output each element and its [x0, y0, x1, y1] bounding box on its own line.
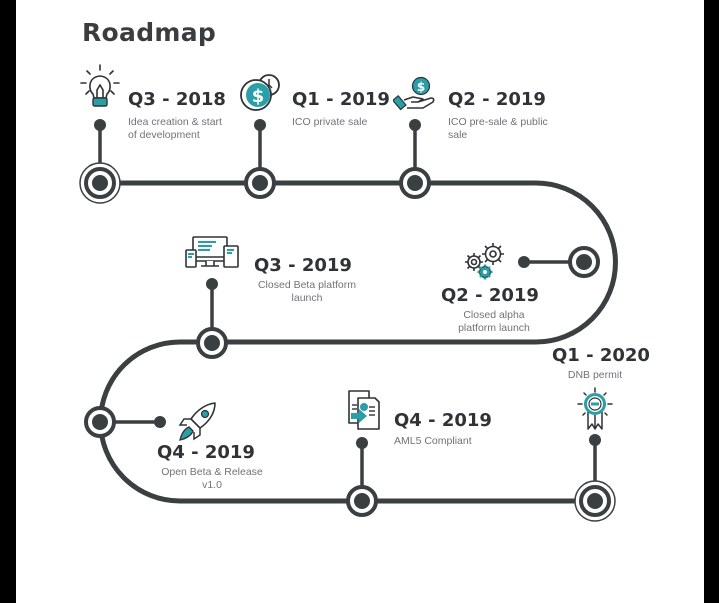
description-line: AML5 Compliant: [394, 435, 472, 447]
documents-icon: [348, 390, 380, 430]
milestone-quarter: Q2 - 2019: [448, 89, 546, 110]
milestone-quarter: Q3 - 2019: [254, 255, 352, 276]
node-q1-2020[interactable]: [574, 480, 616, 522]
stem-dot-3: [409, 119, 421, 131]
gears-icon: [465, 243, 504, 280]
description-line: Idea creation & start: [128, 116, 222, 128]
milestone-description: ICO pre-sale & public sale: [448, 116, 548, 142]
milestone-description: AML5 Compliant: [394, 435, 472, 448]
stem-dot-2: [254, 119, 266, 131]
description-line: launch: [291, 292, 323, 304]
description-line: v1.0: [202, 479, 222, 491]
milestone-description: Closed Beta platform launch: [248, 279, 366, 305]
stem-dot-1: [94, 119, 106, 131]
svg-text:$: $: [417, 80, 425, 94]
milestone-quarter: Q2 - 2019: [441, 285, 539, 306]
description-line: ICO pre-sale & public: [448, 116, 548, 128]
stem-dot-6: [154, 416, 166, 428]
milestone-description: DNB permit: [545, 369, 645, 382]
milestone-quarter: Q3 - 2018: [128, 89, 226, 110]
stem-dot-8: [589, 434, 601, 446]
milestone-description: Idea creation & start of development: [128, 116, 222, 142]
award-ribbon-icon: [577, 387, 613, 430]
stem-dot-4: [518, 256, 530, 268]
milestone-quarter: Q4 - 2019: [157, 442, 255, 463]
node-q1-2019[interactable]: [244, 167, 276, 199]
page-title: Roadmap: [82, 18, 217, 47]
description-line: platform launch: [458, 322, 530, 334]
milestone-quarter: Q1 - 2019: [292, 89, 390, 110]
description-line: ICO private sale: [292, 116, 368, 128]
description-line: Closed alpha: [463, 309, 525, 321]
milestone-description: ICO private sale: [292, 116, 367, 129]
milestone-quarter: Q1 - 2020: [552, 345, 650, 366]
node-q2-2019[interactable]: [399, 167, 431, 199]
description-line: DNB permit: [567, 369, 623, 381]
node-q3-2019[interactable]: [196, 327, 228, 359]
node-q2-2019-alpha[interactable]: [568, 246, 600, 278]
lightbulb-icon: [80, 64, 120, 107]
description-line: of development: [128, 129, 200, 141]
node-q4-2019-aml[interactable]: [346, 485, 378, 517]
node-q3-2018[interactable]: [79, 162, 121, 204]
devices-icon: [185, 236, 239, 268]
milestone-description: Closed alpha platform launch: [440, 309, 548, 335]
timeline-path: [98, 180, 618, 504]
svg-text:$: $: [252, 86, 265, 107]
node-q4-2019-beta[interactable]: [84, 406, 116, 438]
milestone-quarter: Q4 - 2019: [394, 410, 492, 431]
description-line: Open Beta & Release: [161, 466, 263, 478]
coin-clock-icon: $: [240, 74, 280, 111]
stem-dot-5: [206, 278, 218, 290]
description-line: Closed Beta platform: [257, 279, 357, 291]
milestone-description: Open Beta & Release v1.0: [150, 466, 274, 492]
description-line: sale: [448, 129, 468, 141]
connector-stems: [98, 125, 597, 501]
hand-coin-icon: $: [393, 76, 435, 111]
stem-dot-7: [356, 437, 368, 449]
rocket-icon: [178, 402, 216, 441]
